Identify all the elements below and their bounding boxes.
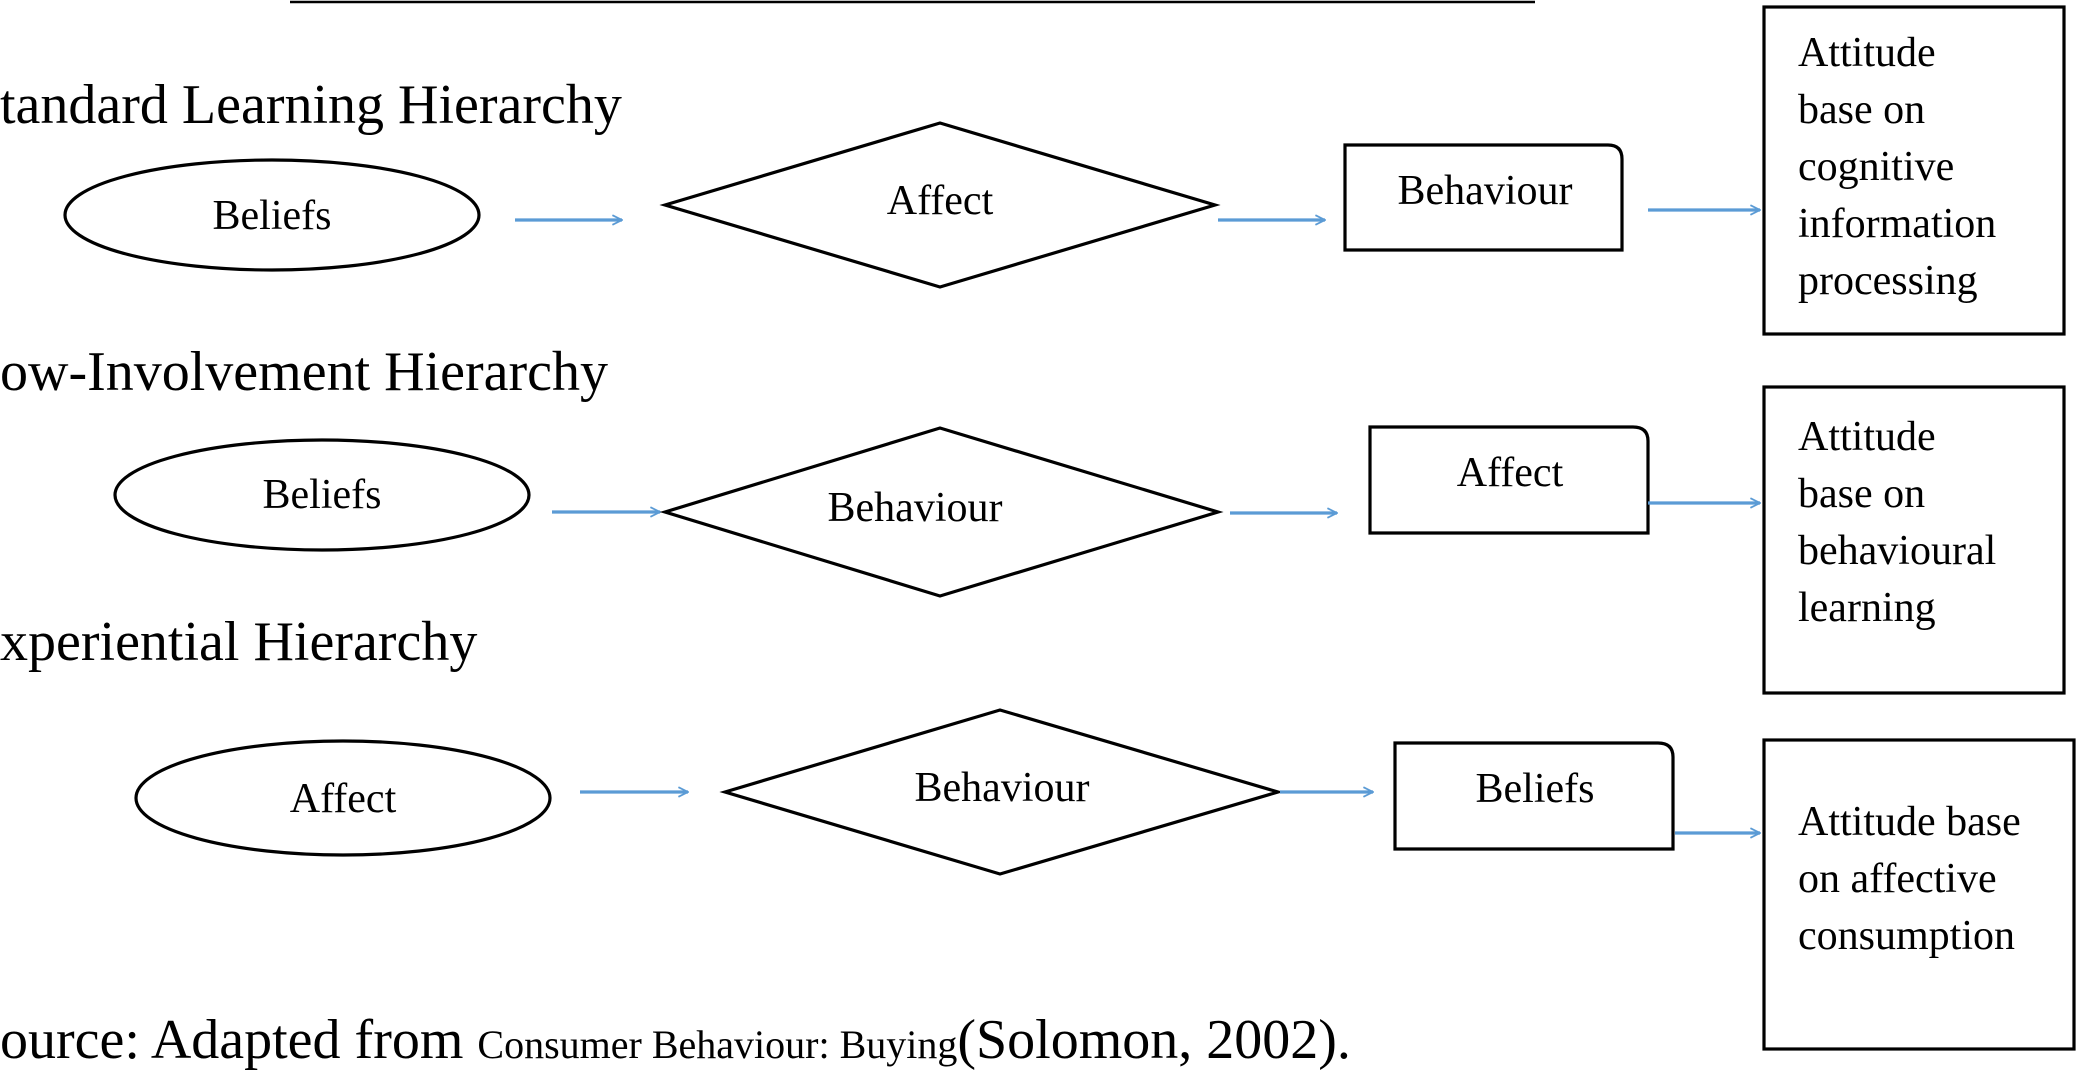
source-book-title: Consumer Behaviour: Buying <box>477 1022 957 1067</box>
row3-attitude-line: consumption <box>1798 913 2015 959</box>
row3-affect-ellipse <box>134 739 552 857</box>
row2-attitude-line: learning <box>1798 585 1936 631</box>
row3-behaviour-diamond <box>719 708 1284 876</box>
row2-attitude-line: Attitude <box>1798 414 1936 460</box>
row1-attitude-line: processing <box>1798 258 1978 304</box>
row3-diamond-label: Behaviour <box>915 765 1090 811</box>
heading-standard-learning: tandard Learning Hierarchy <box>0 74 622 136</box>
row1-attitude-line: Attitude <box>1798 30 1936 76</box>
row3-attitude-line: on affective <box>1798 856 1997 902</box>
row-low-involvement: Beliefs Behaviour Affect Attitude base o… <box>113 385 2066 695</box>
row1-ellipse-label: Beliefs <box>213 193 332 239</box>
source-caption: ource: Adapted from Consumer Behaviour: … <box>0 1009 1351 1071</box>
source-citation: (Solomon, 2002). <box>957 1009 1351 1071</box>
row2-box-label: Affect <box>1457 450 1564 496</box>
row3-attitude-line: Attitude base <box>1798 799 2021 845</box>
row1-attitude-line: base on <box>1798 87 1925 133</box>
row1-diamond-label: Affect <box>887 178 994 224</box>
heading-low-involvement: ow-Involvement Hierarchy <box>0 341 608 403</box>
row2-attitude-line: base on <box>1798 471 1925 517</box>
row1-behaviour-box <box>1343 143 1624 252</box>
row2-attitude-box <box>1762 385 2066 695</box>
source-prefix: ource: Adapted from <box>0 1009 477 1071</box>
row-standard-learning: Beliefs Affect Behaviour Attitude base o… <box>63 5 2066 336</box>
row-experiential: Affect Behaviour Beliefs Attitude base o… <box>134 708 2076 1051</box>
row3-attitude-text: Attitude base on affective consumption <box>1798 799 2031 959</box>
row1-box-label: Behaviour <box>1398 168 1573 214</box>
row3-beliefs-box <box>1393 741 1675 851</box>
row3-box-label: Beliefs <box>1476 766 1595 812</box>
row2-ellipse-label: Beliefs <box>263 472 382 518</box>
row1-affect-diamond <box>659 121 1221 289</box>
row2-beliefs-ellipse <box>113 438 531 552</box>
row1-attitude-box <box>1762 5 2066 336</box>
row2-behaviour-diamond <box>659 426 1224 598</box>
row2-attitude-text: Attitude base on behavioural learning <box>1798 414 2007 631</box>
row1-beliefs-ellipse <box>63 158 481 272</box>
row2-diamond-label: Behaviour <box>828 485 1003 531</box>
row1-attitude-line: cognitive <box>1798 144 1954 190</box>
row1-attitude-text: Attitude base on cognitive information p… <box>1798 30 2007 304</box>
row1-attitude-line: information <box>1798 201 1996 247</box>
heading-experiential: xperiential Hierarchy <box>0 611 477 673</box>
row3-attitude-box <box>1762 738 2076 1051</box>
row2-attitude-line: behavioural <box>1798 528 1996 574</box>
row3-ellipse-label: Affect <box>290 776 397 822</box>
